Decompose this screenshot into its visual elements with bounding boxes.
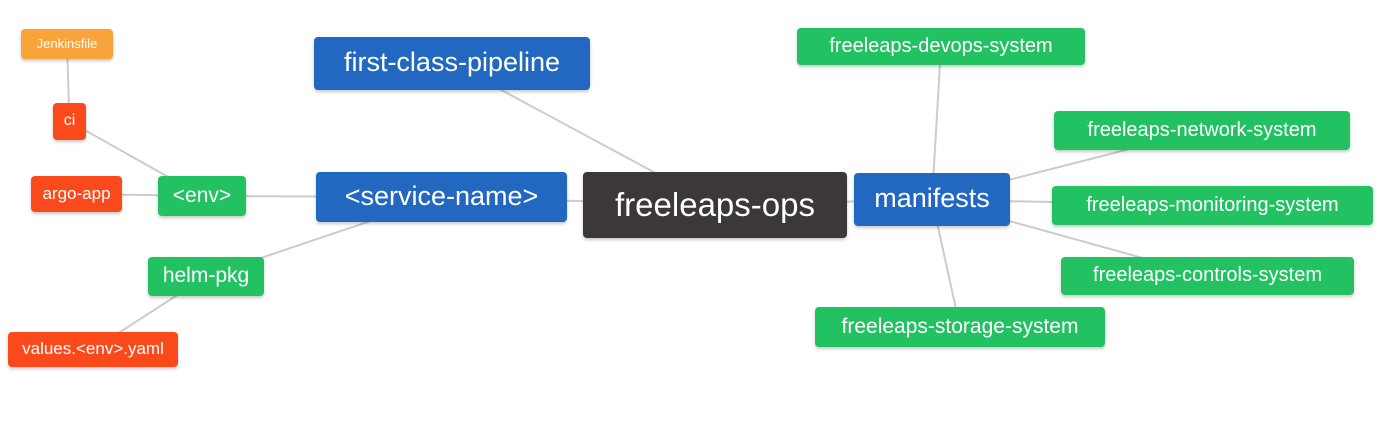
node-freeleaps-monitoring-system[interactable]: freeleaps-monitoring-system bbox=[1052, 186, 1373, 225]
node-label: helm-pkg bbox=[162, 264, 250, 287]
node-freeleaps-storage-system[interactable]: freeleaps-storage-system bbox=[815, 307, 1105, 347]
node-label: Jenkinsfile bbox=[36, 35, 98, 51]
node-label: freeleaps-network-system bbox=[1087, 118, 1317, 141]
node-label: <env> bbox=[172, 183, 232, 207]
node-label: argo-app bbox=[42, 183, 111, 203]
node-helm-pkg[interactable]: helm-pkg bbox=[148, 257, 264, 296]
node-label: values.<env>.yaml bbox=[22, 339, 164, 358]
node-label: freeleaps-controls-system bbox=[1093, 264, 1322, 286]
node-service-name[interactable]: <service-name> bbox=[316, 172, 567, 222]
node-values-env-yaml[interactable]: values.<env>.yaml bbox=[8, 332, 178, 367]
node-env[interactable]: <env> bbox=[158, 176, 246, 216]
node-freeleaps-devops-system[interactable]: freeleaps-devops-system bbox=[797, 28, 1085, 65]
node-label: first-class-pipeline bbox=[343, 47, 561, 77]
node-label: ci bbox=[63, 111, 76, 129]
node-ci[interactable]: ci bbox=[53, 103, 86, 140]
node-jenkinsfile[interactable]: Jenkinsfile bbox=[21, 29, 113, 59]
node-label: <service-name> bbox=[344, 180, 539, 211]
node-label: manifests bbox=[874, 183, 990, 213]
node-first-class-pipeline[interactable]: first-class-pipeline bbox=[314, 37, 590, 90]
node-freeleaps-network-system[interactable]: freeleaps-network-system bbox=[1054, 111, 1350, 150]
node-argo-app[interactable]: argo-app bbox=[31, 176, 122, 212]
node-label: freeleaps-storage-system bbox=[841, 314, 1079, 338]
node-manifests[interactable]: manifests bbox=[854, 173, 1010, 226]
node-label: freeleaps-devops-system bbox=[829, 34, 1053, 57]
node-freeleaps-controls-system[interactable]: freeleaps-controls-system bbox=[1061, 257, 1354, 295]
node-freeleaps-ops[interactable]: freeleaps-ops bbox=[583, 172, 847, 238]
node-label: freeleaps-ops bbox=[615, 185, 815, 223]
node-label: freeleaps-monitoring-system bbox=[1086, 193, 1339, 216]
